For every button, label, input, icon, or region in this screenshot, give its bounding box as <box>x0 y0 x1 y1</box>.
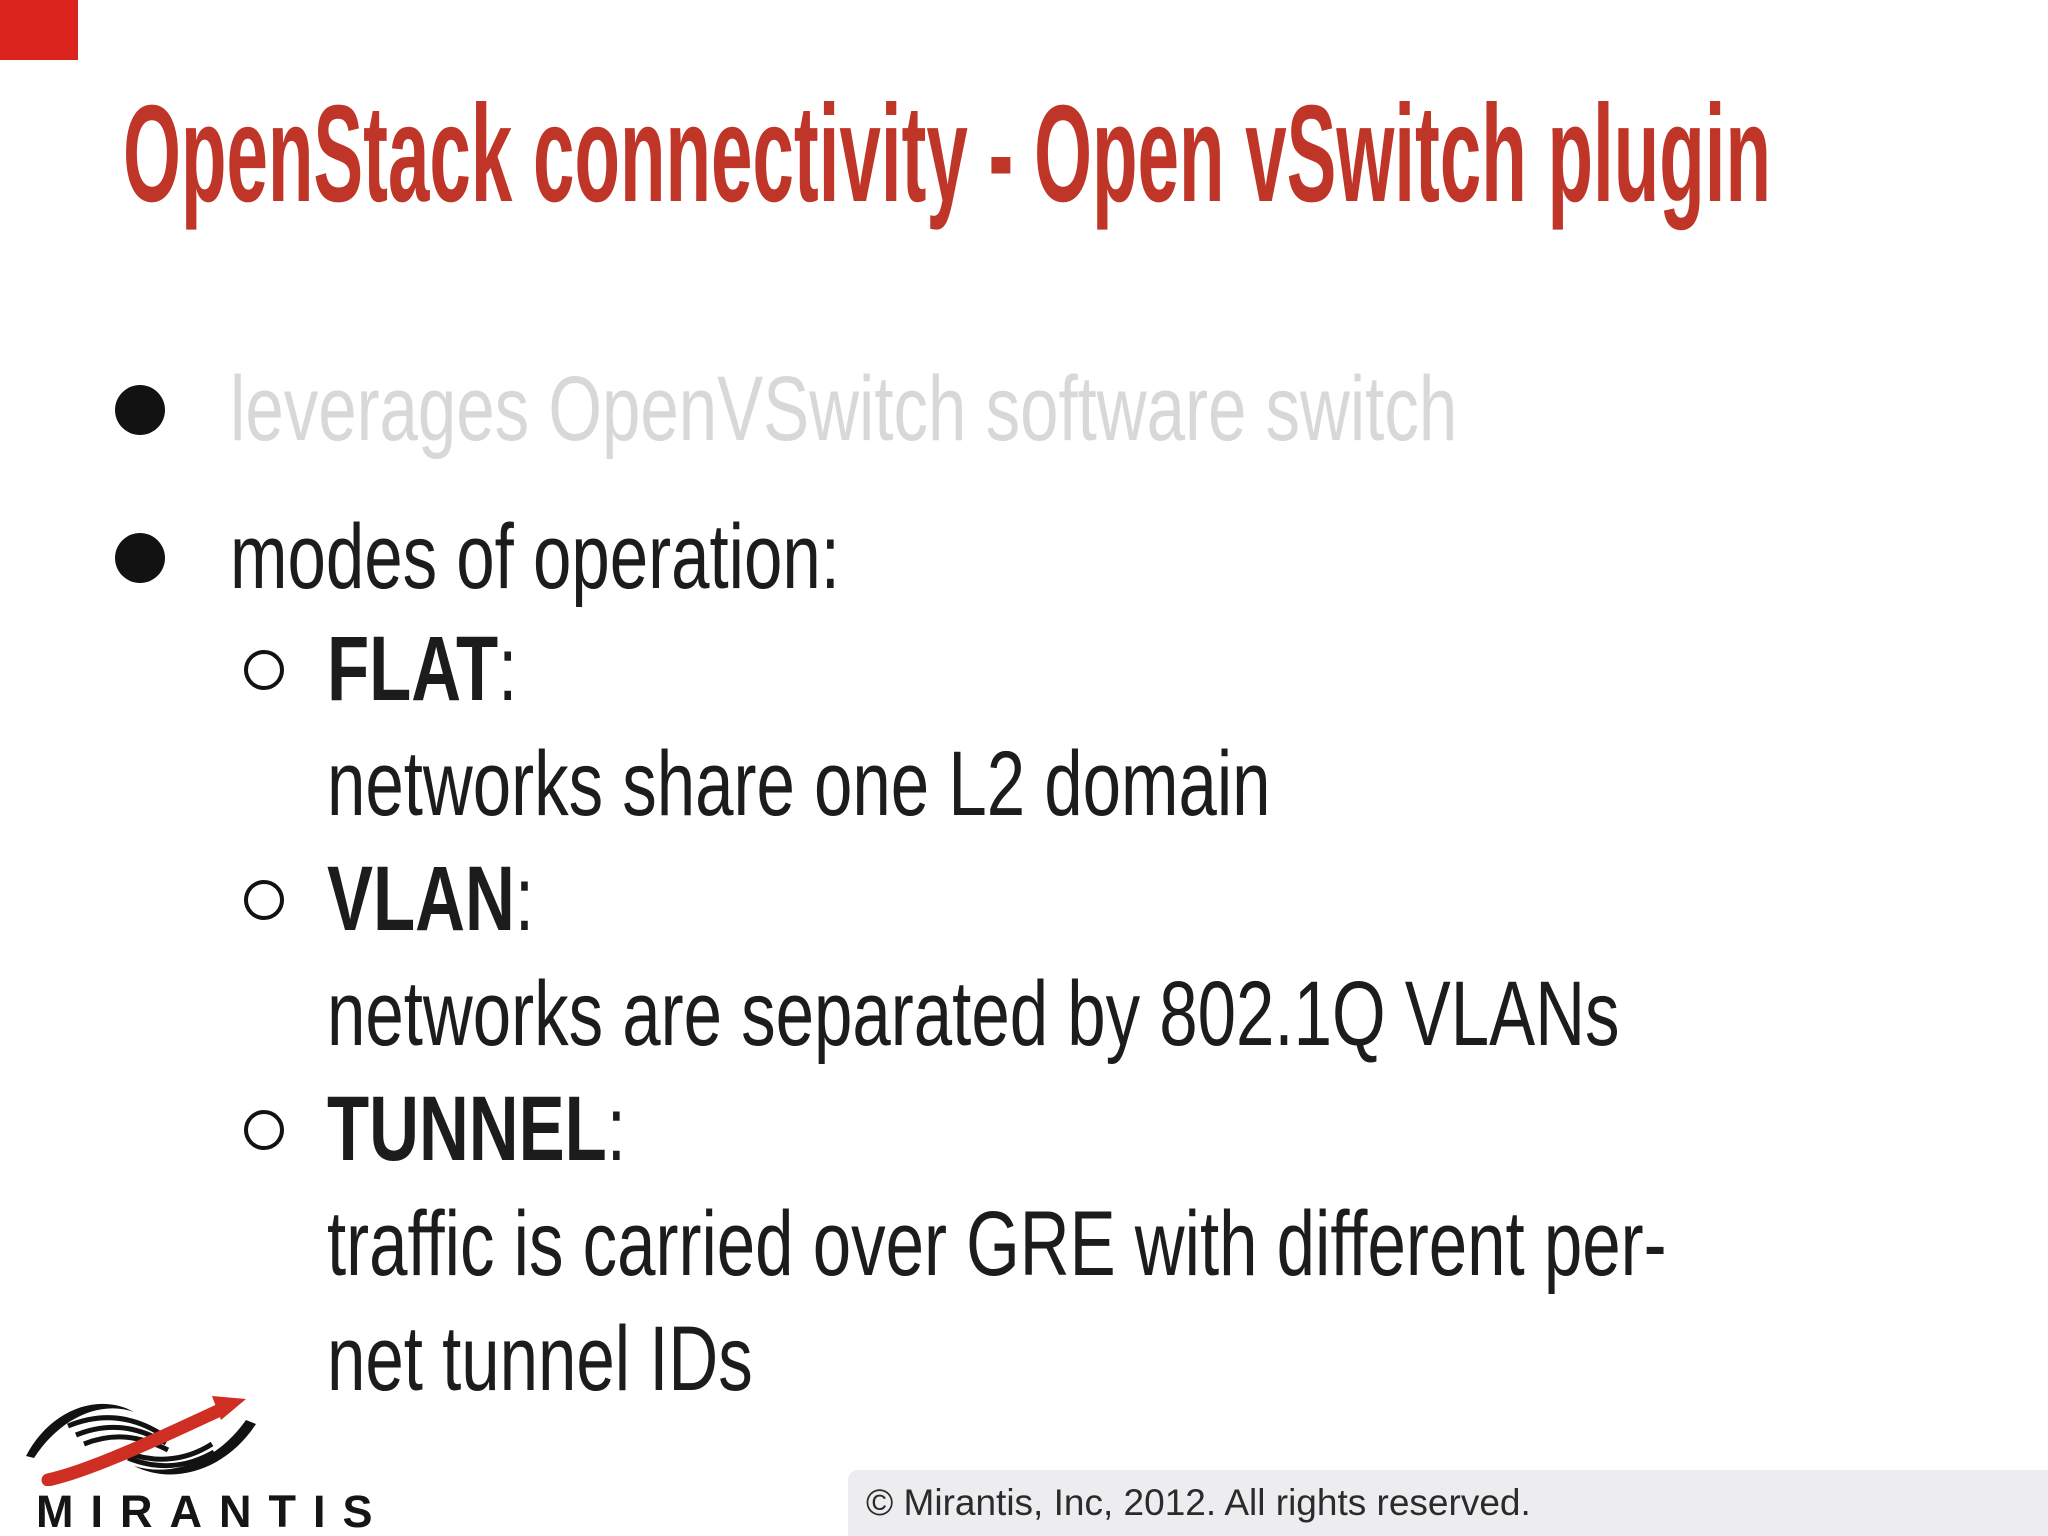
bullet-modes: modes of operation: <box>0 500 2048 615</box>
filled-bullet-icon <box>115 384 165 435</box>
bullet-tunnel: TUNNEL: <box>0 1072 2048 1187</box>
tunnel-description-line2: net tunnel IDs <box>0 1302 2048 1417</box>
corner-accent-mark <box>0 0 78 60</box>
mode-term-colon: : <box>498 618 518 720</box>
hollow-bullet-icon <box>244 879 284 920</box>
mode-term: TUNNEL <box>327 1078 607 1180</box>
bullet-vlan: VLAN: <box>0 842 2048 957</box>
mode-term: FLAT <box>327 618 499 720</box>
bullet-modes-text: modes of operation: <box>230 506 840 608</box>
tunnel-description-line2-text: net tunnel IDs <box>327 1308 753 1410</box>
hollow-bullet-icon <box>244 1109 284 1150</box>
slide-title-text: OpenStack connectivity - Open vSwitch pl… <box>123 77 1771 231</box>
bullet-tunnel-text: TUNNEL: <box>327 1072 626 1187</box>
vlan-description: networks are separated by 802.1Q VLANs <box>0 957 2048 1072</box>
bullet-flat-text: FLAT: <box>327 612 517 727</box>
mirantis-swoosh-icon <box>26 1396 256 1486</box>
bullet-flat: FLAT: <box>0 612 2048 727</box>
mode-term: VLAN <box>327 848 515 950</box>
footer-bar: © Mirantis, Inc, 2012. All rights reserv… <box>848 1470 2048 1536</box>
hollow-bullet-icon <box>244 649 284 690</box>
mode-term-colon: : <box>514 848 535 950</box>
slide-title: OpenStack connectivity - Open vSwitch pl… <box>123 84 2048 224</box>
bullet-vlan-text: VLAN: <box>327 842 534 957</box>
flat-description-text: networks share one L2 domain <box>327 733 1271 835</box>
filled-bullet-icon <box>115 532 165 583</box>
mode-term-colon: : <box>606 1078 626 1180</box>
tunnel-description-line1-text: traffic is carried over GRE with differe… <box>327 1193 1667 1295</box>
bullet-leverages: leverages OpenVSwitch software switch <box>0 352 2048 467</box>
bullet-leverages-text: leverages OpenVSwitch software switch <box>230 358 1458 460</box>
mirantis-logo-text: MIRANTIS <box>36 1486 390 1536</box>
mirantis-logo: MIRANTIS <box>22 1390 390 1536</box>
tunnel-description-line1: traffic is carried over GRE with differe… <box>0 1187 2048 1302</box>
copyright-text: © Mirantis, Inc, 2012. All rights reserv… <box>866 1482 1531 1523</box>
flat-description: networks share one L2 domain <box>0 727 2048 842</box>
vlan-description-text: networks are separated by 802.1Q VLANs <box>327 963 1620 1065</box>
